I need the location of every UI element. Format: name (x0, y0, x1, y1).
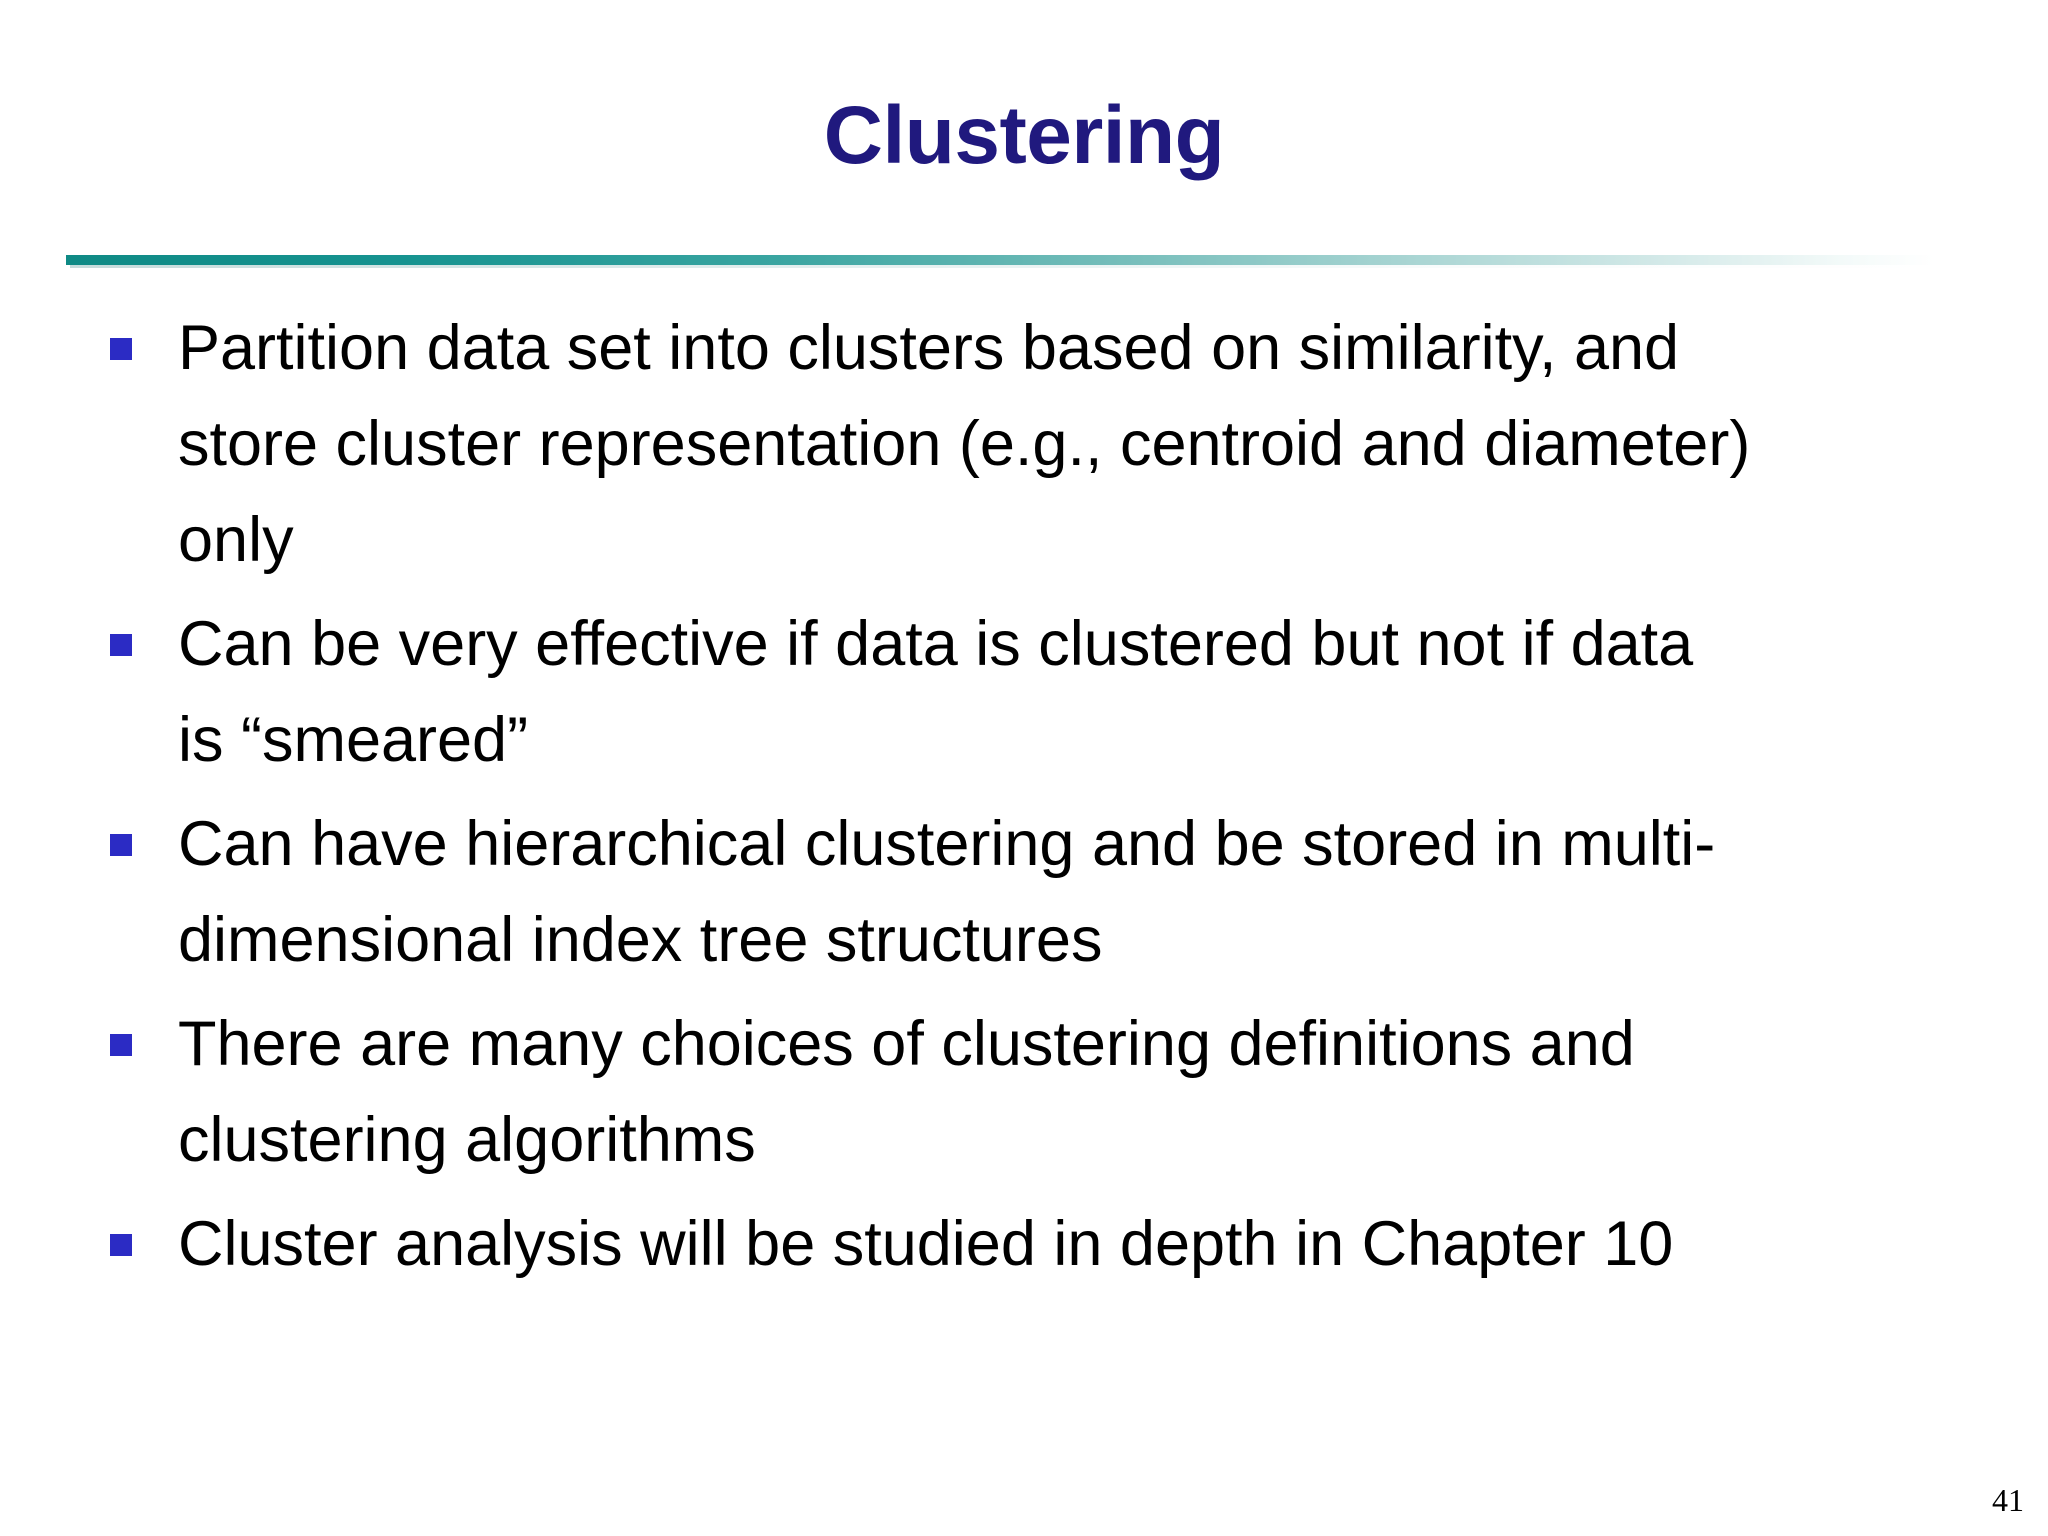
title-divider-rule (66, 255, 1934, 265)
list-item: There are many choices of clustering def… (0, 996, 2048, 1188)
square-bullet-icon (110, 1034, 132, 1056)
list-item: Cluster analysis will be studied in dept… (0, 1196, 2048, 1292)
square-bullet-icon (110, 1234, 132, 1256)
list-item: Partition data set into clusters based o… (0, 300, 2048, 588)
list-item-text: Cluster analysis will be studied in dept… (178, 1209, 1674, 1279)
square-bullet-icon (110, 834, 132, 856)
square-bullet-icon (110, 634, 132, 656)
square-bullet-icon (110, 338, 132, 360)
list-item-text: Partition data set into clusters based o… (178, 313, 1751, 575)
list-item-text: Can have hierarchical clustering and be … (178, 809, 1716, 975)
list-item-text: There are many choices of clustering def… (178, 1009, 1635, 1175)
title-divider-shadow (70, 265, 1934, 268)
list-item-text: Can be very effective if data is cluster… (178, 609, 1694, 775)
list-item: Can have hierarchical clustering and be … (0, 796, 2048, 988)
list-item: Can be very effective if data is cluster… (0, 596, 2048, 788)
page-number: 41 (1992, 1482, 2024, 1518)
page-title: Clustering (823, 90, 1225, 181)
bullet-list: Partition data set into clusters based o… (0, 300, 2048, 1300)
